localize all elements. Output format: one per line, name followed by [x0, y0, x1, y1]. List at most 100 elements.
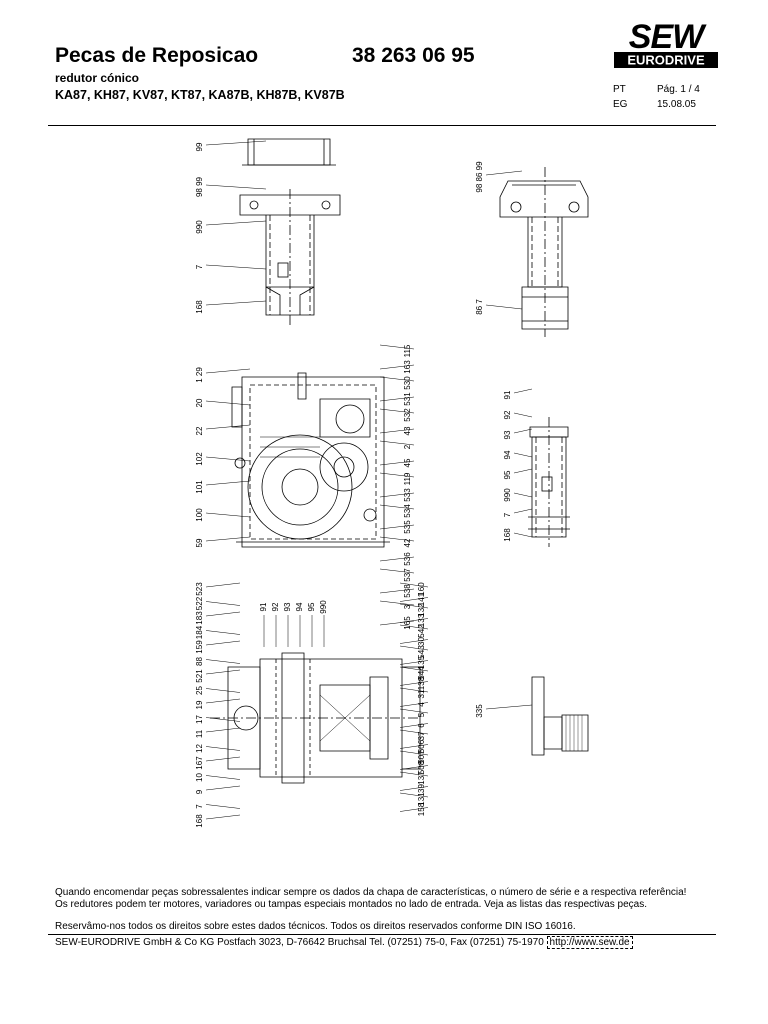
- callout-label: 506: [417, 739, 426, 753]
- leader-line: [379, 472, 415, 478]
- callout-label: 30: [417, 637, 426, 646]
- page-number: Pág. 1 / 4: [657, 84, 700, 95]
- leader-line: [379, 536, 415, 542]
- leader-line: [205, 775, 241, 780]
- leader-line: [399, 639, 429, 644]
- leader-line: [205, 220, 267, 226]
- callout-label: 335: [475, 704, 484, 718]
- callout-label: 163: [403, 360, 412, 374]
- leader-line: [205, 264, 267, 270]
- callout-label: 1 29: [195, 367, 204, 383]
- hollow-shaft-assembly-left: [239, 138, 341, 327]
- leader-line: [205, 480, 251, 486]
- solid-shaft-detail: [528, 417, 570, 547]
- website-link[interactable]: http://www.sew.de: [546, 936, 633, 949]
- leader-line: [513, 412, 533, 418]
- callout-label: 135: [417, 655, 426, 669]
- leader-line: [399, 681, 429, 686]
- leader-line: [399, 603, 429, 609]
- callout-label: 543: [417, 645, 426, 659]
- sew-eurodrive-logo: SEW EURODRIVE: [612, 18, 720, 70]
- leader-line: [379, 568, 415, 574]
- callout-label: 7: [195, 804, 204, 809]
- leader-line: [205, 582, 241, 588]
- leader-line: [379, 408, 415, 414]
- document-title: Pecas de Reposicao: [55, 44, 259, 67]
- leader-line: [205, 536, 251, 542]
- leader-line: [399, 624, 429, 630]
- callout-label: 12: [195, 744, 204, 753]
- leader-line: [399, 582, 429, 588]
- callout-label: 91: [503, 390, 512, 399]
- callout-label: 101: [195, 480, 204, 494]
- leader-line: [379, 620, 415, 626]
- leader-line: [513, 428, 533, 434]
- callout-label: 530: [403, 376, 412, 390]
- leader-line: [399, 807, 429, 812]
- document-date: 15.08.05: [657, 99, 696, 110]
- leader-line: [399, 744, 429, 749]
- rights-note: Reservâmo-nos todos os direitos sobre es…: [55, 921, 576, 932]
- leader-line: [205, 717, 241, 722]
- leader-line: [485, 170, 523, 176]
- leader-line: [205, 659, 241, 664]
- document-subtitle: redutor cónico: [55, 71, 140, 85]
- callout-label: 168: [195, 814, 204, 828]
- callout-label: 86 7: [475, 299, 484, 315]
- callout-label: 92: [271, 602, 280, 611]
- leader-line: [379, 376, 415, 382]
- model-list: KA87, KH87, KV87, KT87, KA87B, KH87B, KV…: [55, 88, 345, 102]
- leader-line: [379, 344, 415, 350]
- callout-label: 25: [195, 686, 204, 695]
- leader-line: [205, 814, 241, 820]
- callout-label: 544: [417, 666, 426, 680]
- callout-label: 93: [283, 602, 292, 611]
- leader-line: [513, 388, 533, 394]
- callout-label: 133: [417, 613, 426, 627]
- leader-line: [205, 630, 241, 635]
- part-number: 38 263 06 95: [352, 44, 475, 67]
- callout-label: 4: [417, 702, 426, 707]
- callout-label: 20: [195, 398, 204, 407]
- leader-line: [205, 400, 251, 406]
- leader-line: [513, 532, 533, 538]
- callout-label: 183: [195, 611, 204, 625]
- callout-label: 507: [417, 750, 426, 764]
- leader-line: [379, 492, 415, 498]
- callout-label: 98 99: [195, 176, 204, 197]
- leader-line: [379, 556, 415, 562]
- leader-line: [399, 750, 429, 756]
- callout-label: 508: [417, 760, 426, 774]
- callout-label: 168: [503, 528, 512, 542]
- leader-line: [379, 396, 415, 402]
- callout-label: 115: [403, 344, 412, 357]
- logo-text-eurodrive: EURODRIVE: [627, 53, 705, 68]
- callout-label: 521: [195, 669, 204, 683]
- leader-line: [399, 708, 429, 714]
- callout-label: 534: [403, 504, 412, 518]
- callout-label: 159: [195, 640, 204, 654]
- leader-line: [205, 368, 251, 374]
- leader-line: [399, 765, 429, 770]
- callout-label: 6: [417, 723, 426, 728]
- leader-line: [205, 456, 251, 462]
- leader-line: [205, 756, 241, 762]
- callout-label: 535: [403, 520, 412, 534]
- callout-label: 94: [503, 450, 512, 459]
- leader-line: [399, 687, 429, 693]
- callout-label: 92: [503, 410, 512, 419]
- callout-label: 102: [195, 452, 204, 466]
- leader-line: [399, 786, 429, 791]
- callout-label: 533: [403, 488, 412, 502]
- callout-label: 132: [417, 603, 426, 617]
- leader-line: [379, 600, 415, 606]
- eg-label: EG: [613, 99, 628, 110]
- callout-label: 184: [195, 625, 204, 639]
- callout-label: 93: [503, 430, 512, 439]
- callout-label: 42: [403, 538, 412, 547]
- leader-line: [513, 452, 533, 458]
- leader-line: [399, 618, 429, 623]
- leader-line: [205, 512, 251, 518]
- callout-label: 3: [403, 604, 412, 609]
